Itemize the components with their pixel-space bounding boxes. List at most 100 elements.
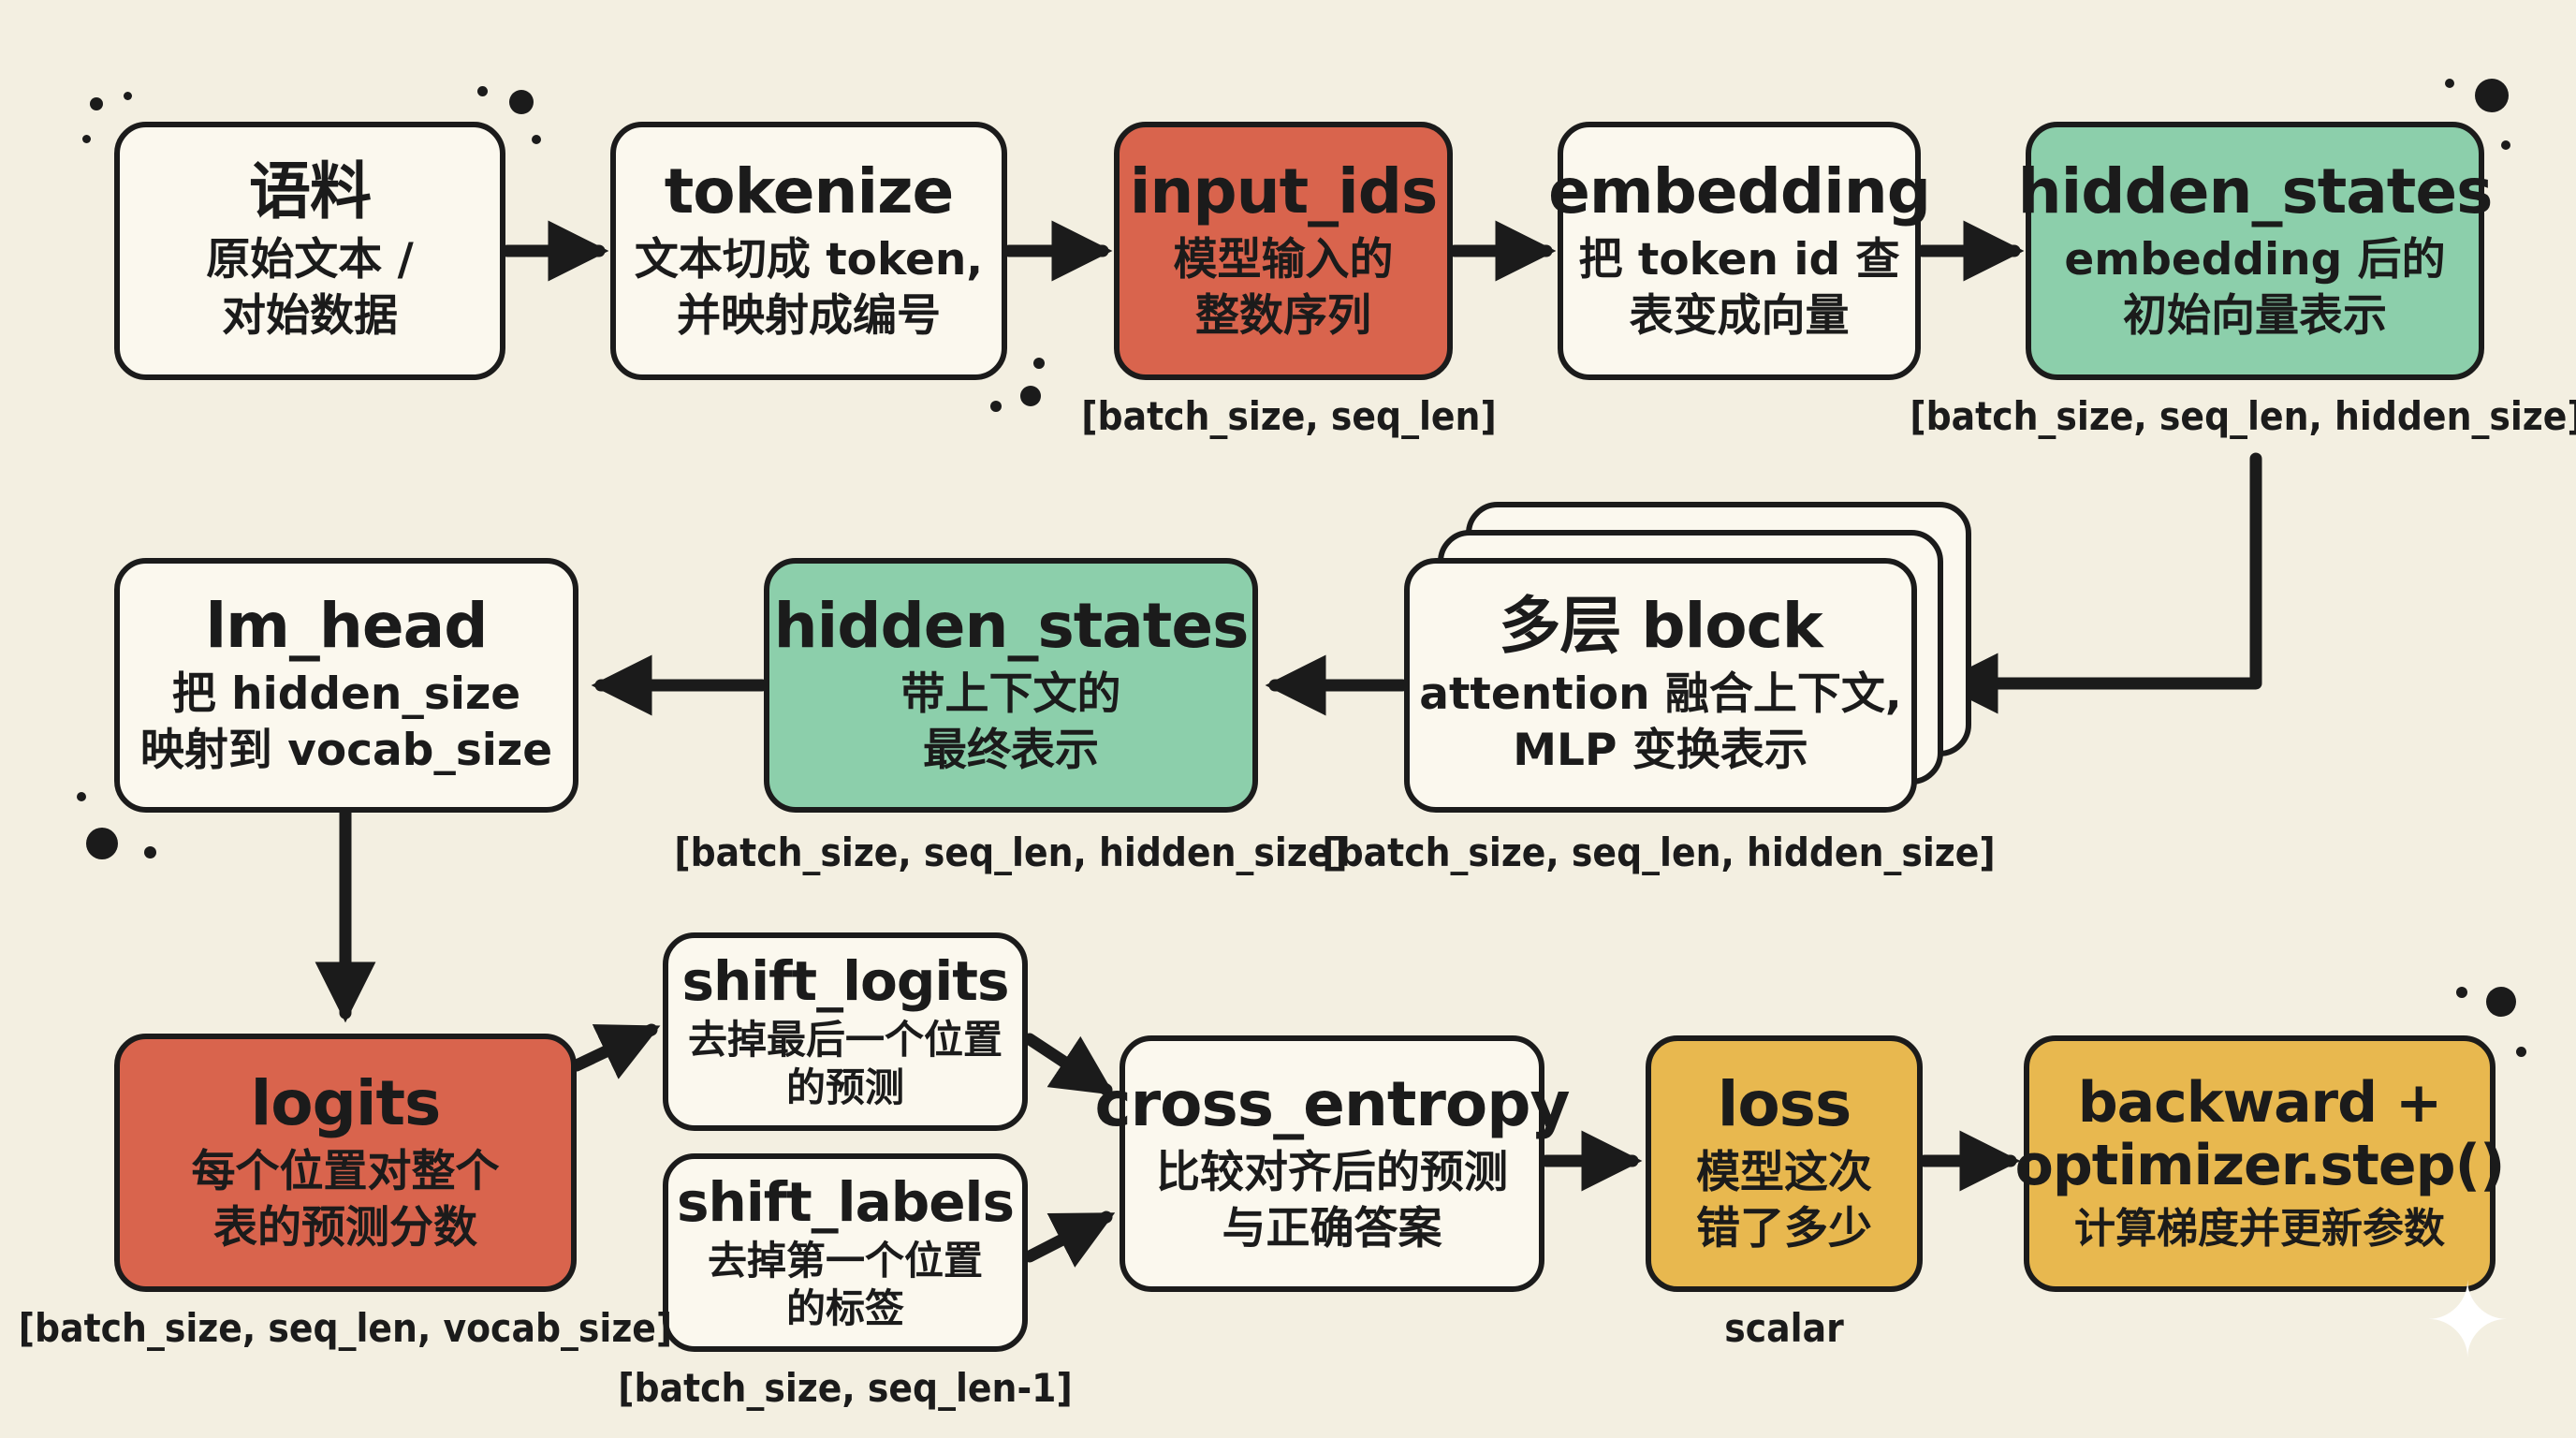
- node-desc: attention 融合上下文, MLP 变换表示: [1419, 667, 1902, 779]
- sparkle-icon: ✦: [2424, 1261, 2511, 1381]
- node-desc: 去掉第一个位置 的标签: [708, 1237, 983, 1332]
- desc-line: 模型输入的: [1173, 233, 1394, 286]
- node-title: hidden_states: [2017, 154, 2494, 227]
- desc-line: 原始文本 /: [206, 233, 414, 286]
- desc-line: 初始向量表示: [2122, 289, 2387, 342]
- desc-line: 文本切成 token,: [634, 233, 984, 286]
- decor-dot: [2486, 987, 2516, 1017]
- shape-label-hidden-states-final: [batch_size, seq_len, hidden_size]: [674, 829, 1348, 875]
- shape-label-block: [batch_size, seq_len, hidden_size]: [1322, 829, 1996, 875]
- node-desc: embedding 后的 初始向量表示: [2064, 232, 2445, 345]
- node-corpus: 语料 原始文本 / 对始数据: [114, 122, 505, 380]
- shape-label-input-ids: [batch_size, seq_len]: [1081, 393, 1497, 439]
- arrow-shift_logits-cross_entropy: [1023, 1033, 1115, 1096]
- node-title: shift_labels: [677, 1170, 1015, 1235]
- node-desc: 带上下文的 最终表示: [901, 667, 1121, 779]
- shape-label-shift-labels: [batch_size, seq_len-1]: [618, 1365, 1073, 1411]
- desc-line: 映射到 vocab_size: [139, 724, 553, 776]
- node-title-line2: optimizer.step(): [2014, 1132, 2506, 1198]
- node-title: cross_entropy: [1094, 1067, 1570, 1140]
- decor-dot: [2516, 1047, 2526, 1057]
- shape-label-loss: scalar: [1724, 1305, 1844, 1351]
- arrow-logits-shift_logits: [570, 1023, 661, 1079]
- node-hidden-states-final: hidden_states 带上下文的 最终表示: [764, 558, 1258, 813]
- decor-dot: [86, 828, 118, 859]
- node-title: logits: [250, 1066, 442, 1139]
- desc-line: 表变成向量: [1629, 289, 1850, 342]
- node-title: 语料: [249, 154, 372, 227]
- node-block: 多层 block attention 融合上下文, MLP 变换表示: [1404, 558, 1917, 813]
- node-cross-entropy: cross_entropy 比较对齐后的预测 与正确答案: [1094, 1035, 1571, 1292]
- node-desc: 计算梯度并更新参数: [2074, 1203, 2445, 1255]
- decor-dot: [77, 792, 86, 801]
- decor-dot: [124, 92, 132, 100]
- decor-dot: [509, 90, 534, 114]
- node-desc: 模型这次 错了多少: [1696, 1145, 1872, 1257]
- node-hidden-states-initial: hidden_states embedding 后的 初始向量表示: [2018, 122, 2493, 380]
- desc-line: 表的预测分数: [213, 1201, 477, 1254]
- desc-line: 去掉最后一个位置: [687, 1017, 1003, 1064]
- node-title: 多层 block: [1499, 589, 1822, 662]
- node-title: hidden_states: [773, 589, 1250, 662]
- desc-line: attention 融合上下文,: [1419, 668, 1902, 720]
- desc-line: 每个位置对整个: [191, 1145, 500, 1197]
- arrow-shift_labels-cross_entropy: [1023, 1211, 1116, 1268]
- desc-line: 并映射成编号: [677, 289, 941, 342]
- node-embedding: embedding 把 token id 查 表变成向量: [1548, 122, 1931, 380]
- decor-dot: [2445, 79, 2454, 88]
- desc-line: MLP 变换表示: [1513, 724, 1808, 776]
- node-title: input_ids: [1129, 154, 1439, 227]
- node-title: shift_logits: [681, 949, 1009, 1014]
- desc-line: 带上下文的: [900, 668, 1121, 720]
- node-tokenize: tokenize 文本切成 token, 并映射成编号: [610, 122, 1007, 380]
- desc-line: 把 token id 查: [1578, 233, 1900, 286]
- decor-dot: [2456, 987, 2467, 998]
- decor-dot: [2501, 140, 2510, 150]
- decor-dot: [82, 135, 91, 143]
- shape-label-hidden-states-initial: [batch_size, seq_len, hidden_size]: [1910, 393, 2576, 439]
- node-desc: 原始文本 / 对始数据: [206, 232, 414, 345]
- desc-line: 的标签: [785, 1285, 904, 1332]
- desc-line: 对始数据: [222, 289, 398, 342]
- desc-line: 最终表示: [923, 724, 1099, 776]
- node-backward: backward + optimizer.step() 计算梯度并更新参数: [2015, 1035, 2505, 1292]
- decor-dot: [90, 97, 103, 110]
- node-shift-labels: shift_labels 去掉第一个位置 的标签: [663, 1153, 1028, 1352]
- desc-line: 错了多少: [1696, 1202, 1872, 1255]
- desc-line: 比较对齐后的预测: [1156, 1146, 1508, 1198]
- desc-line: 计算梯度并更新参数: [2074, 1205, 2445, 1254]
- node-desc: 文本切成 token, 并映射成编号: [635, 232, 983, 345]
- desc-line: 与正确答案: [1222, 1202, 1442, 1255]
- node-title: tokenize: [664, 154, 955, 227]
- desc-line: 去掉第一个位置: [707, 1238, 983, 1284]
- node-desc: 比较对齐后的预测 与正确答案: [1156, 1145, 1508, 1257]
- node-desc: 把 token id 查 表变成向量: [1579, 232, 1900, 345]
- desc-line: 把 hidden_size: [171, 668, 521, 720]
- desc-line: 模型这次: [1696, 1146, 1872, 1198]
- node-logits: logits 每个位置对整个 表的预测分数: [114, 1034, 577, 1292]
- node-lm-head: lm_head 把 hidden_size 映射到 vocab_size: [114, 558, 578, 813]
- node-shift-logits: shift_logits 去掉最后一个位置 的预测: [663, 932, 1028, 1131]
- desc-line: embedding 后的: [2064, 233, 2446, 286]
- decor-dot: [144, 846, 156, 858]
- decor-dot: [1033, 358, 1045, 369]
- node-desc: 每个位置对整个 表的预测分数: [192, 1144, 500, 1256]
- decor-dot: [477, 86, 488, 96]
- decor-dot: [2475, 79, 2509, 112]
- node-title: loss: [1717, 1067, 1852, 1140]
- arrow-hidden_states-block: [1937, 452, 2262, 714]
- desc-line: 整数序列: [1195, 289, 1371, 342]
- decor-dot: [1020, 386, 1041, 406]
- decor-dot: [990, 401, 1002, 412]
- node-title: embedding: [1548, 154, 1931, 227]
- node-title: backward +: [2077, 1069, 2443, 1136]
- node-desc: 把 hidden_size 映射到 vocab_size: [140, 667, 552, 779]
- node-loss: loss 模型这次 错了多少: [1646, 1035, 1923, 1292]
- desc-line: 的预测: [785, 1064, 904, 1111]
- node-title: lm_head: [205, 589, 489, 662]
- node-input-ids: input_ids 模型输入的 整数序列: [1114, 122, 1453, 380]
- shape-label-logits: [batch_size, seq_len, vocab_size]: [18, 1305, 673, 1351]
- decor-dot: [532, 135, 541, 144]
